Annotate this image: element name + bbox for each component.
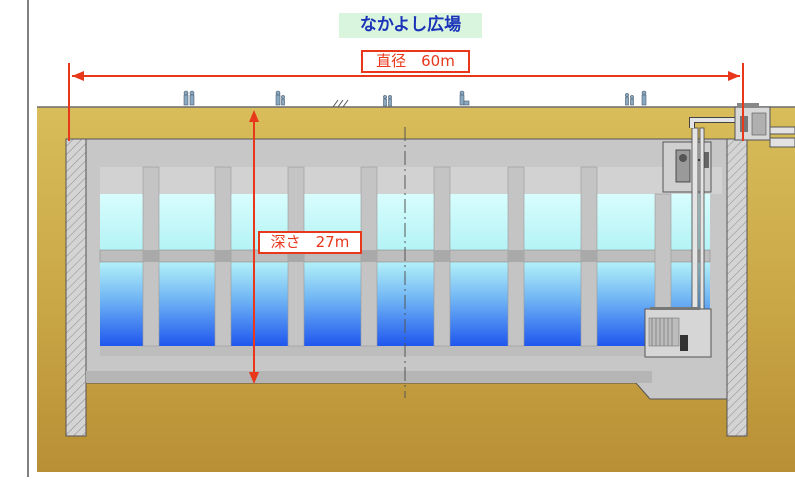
diameter-label: 直径 60m	[361, 50, 470, 73]
depth-dimension	[249, 110, 259, 384]
people-icons	[183, 90, 647, 107]
person-icon	[459, 90, 470, 106]
arrow-up-icon	[249, 110, 259, 122]
upper-air-space	[100, 167, 722, 194]
outlet-pipe-2	[769, 137, 795, 148]
park-name-label: なかよし広場	[339, 13, 482, 38]
grass-icon	[332, 99, 349, 108]
lower-pump-icon	[680, 335, 688, 351]
person-icon	[641, 90, 647, 106]
person-icon	[183, 90, 195, 106]
lower-slab	[100, 346, 648, 356]
upper-pump-motor-icon	[679, 154, 687, 162]
left-wall	[65, 138, 87, 437]
person-icon	[625, 93, 634, 106]
person-icon	[275, 90, 285, 106]
person-icon	[383, 95, 392, 107]
column-capitals	[143, 250, 597, 262]
arrow-left-icon	[72, 71, 84, 81]
right-wall	[726, 138, 748, 437]
diameter-dimension	[68, 63, 744, 141]
arrow-down-icon	[249, 372, 259, 384]
outlet-pipe	[769, 126, 795, 135]
base-slab	[86, 371, 652, 383]
arrow-right-icon	[728, 71, 740, 81]
depth-label: 深さ 27m	[258, 231, 362, 254]
